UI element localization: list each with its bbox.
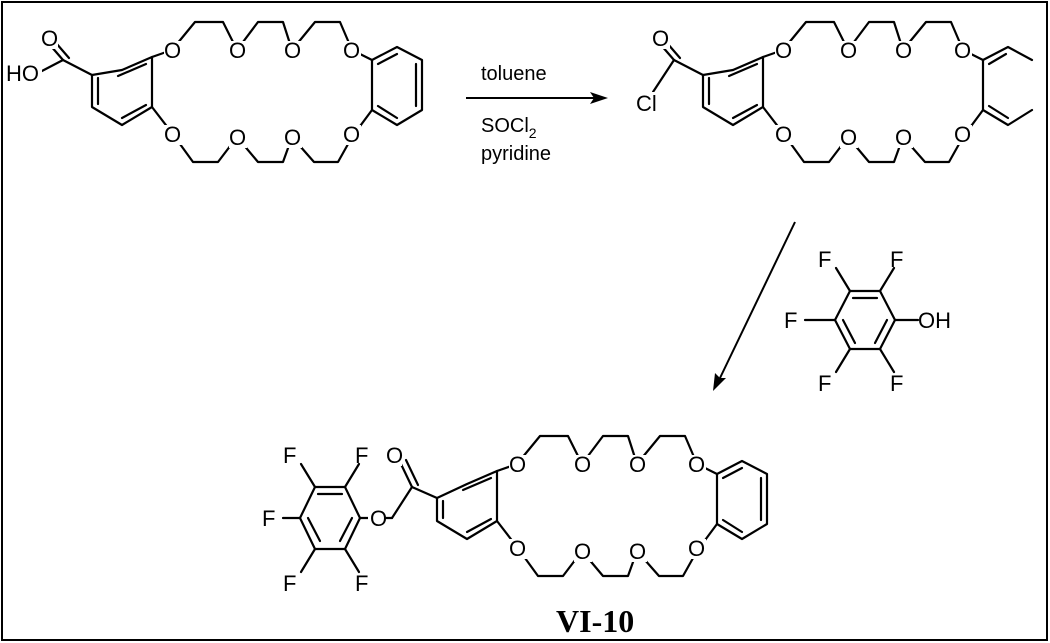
reactant-ether-oxygen-5: O (164, 122, 181, 147)
step1-reagent-solvent: toluene (481, 63, 547, 85)
intermediate-acyl-bond (672, 58, 705, 77)
intermediate-ether-oxygen-3: O (895, 38, 912, 63)
product-ether-oxygen-2: O (574, 452, 591, 477)
step2-reaction-arrow (713, 221, 796, 391)
intermediate-ether-oxygen-8: O (954, 122, 971, 147)
product-crown-upper-chain (495, 434, 719, 476)
reactant-carbonyl-oxygen: O (41, 26, 58, 51)
reactant-ether-oxygen-4: O (343, 38, 360, 63)
intermediate-ether-oxygen-5: O (775, 122, 792, 147)
reactant-molecule: O HO O O O O O O O O (6, 20, 424, 164)
intermediate-ether-oxygen-7: O (895, 125, 912, 150)
intermediate-right-benzene-ring (981, 45, 1034, 127)
product-fluorine-1: F (283, 443, 296, 468)
step1-reagent-base: pyridine (481, 143, 551, 165)
intermediate-ether-oxygen-4: O (954, 38, 971, 63)
pentafluorophenol-fluorine-5: F (890, 371, 903, 396)
pentafluorophenol-hydroxyl: OH (918, 308, 951, 333)
reactant-ether-oxygen-1: O (164, 38, 181, 63)
pentafluorophenol-fluorine-4: F (818, 371, 831, 396)
product-compound-label: VI-10 (556, 603, 634, 639)
reactant-ether-oxygen-2: O (229, 38, 246, 63)
reactant-ether-oxygen-8: O (343, 122, 360, 147)
product-ether-oxygen-3: O (629, 452, 646, 477)
reactant-crown-lower-chain (150, 105, 374, 164)
product-carbonyl-oxygen: O (386, 443, 403, 468)
product-fluorine-2: F (355, 443, 368, 468)
reactant-ether-oxygen-6: O (229, 125, 246, 150)
reactant-ether-oxygen-3: O (284, 38, 301, 63)
product-fluorine-4: F (283, 571, 296, 596)
step1-reaction-arrow: toluene SOCl2 pyridine (466, 63, 608, 165)
reactant-right-benzene-ring (370, 45, 424, 127)
product-ester-oxygen: O (370, 506, 387, 531)
reactant-crown-upper-chain (150, 20, 374, 62)
pentafluorophenol-fluorine-3: F (784, 308, 797, 333)
intermediate-carbonyl-oxygen: O (652, 26, 669, 51)
reactant-acid-hydroxyl: HO (6, 61, 39, 86)
product-crown-lower-chain (495, 519, 719, 578)
reactant-acid-bond (61, 58, 94, 77)
product-molecule: O O F F F F F O O O O O O O O VI-10 (262, 434, 769, 639)
intermediate-ether-oxygen-2: O (840, 38, 857, 63)
intermediate-molecule: O Cl O O O O O O O O (632, 20, 1034, 164)
pentafluorophenol-reagent: F F F OH F F (784, 247, 951, 396)
product-ether-oxygen-6: O (574, 539, 591, 564)
product-ether-oxygen-7: O (629, 539, 646, 564)
reactant-ether-oxygen-7: O (284, 125, 301, 150)
product-fluorine-5: F (355, 571, 368, 596)
product-ether-oxygen-5: O (509, 536, 526, 561)
intermediate-chloride: Cl (636, 91, 657, 116)
product-ether-oxygen-4: O (688, 452, 705, 477)
product-fluorine-3: F (262, 506, 275, 531)
intermediate-crown-lower-chain (761, 105, 985, 164)
pentafluorophenol-fluorine-1: F (818, 247, 831, 272)
intermediate-ether-oxygen-1: O (775, 38, 792, 63)
intermediate-ether-oxygen-6: O (840, 125, 857, 150)
pentafluorophenol-fluorine-2: F (890, 247, 903, 272)
intermediate-crown-upper-chain (761, 20, 985, 62)
product-ether-oxygen-1: O (509, 452, 526, 477)
step1-reagent-thionyl-chloride: SOCl2 (481, 115, 537, 141)
product-right-benzene-ring (715, 459, 769, 541)
product-ether-oxygen-8: O (688, 536, 705, 561)
